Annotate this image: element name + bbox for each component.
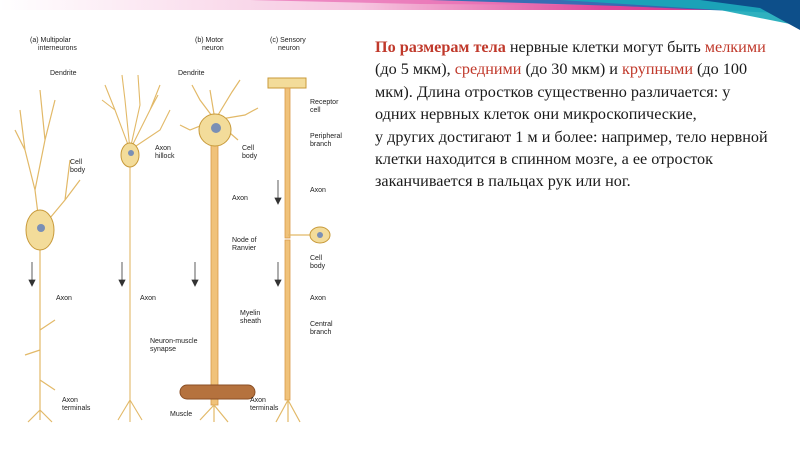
muscle-fiber bbox=[179, 384, 256, 400]
panel-c-header-2: neuron bbox=[278, 45, 300, 52]
panel-a-header-2: interneurons bbox=[38, 45, 77, 52]
label-peripheral-2: branch bbox=[310, 141, 332, 148]
text-run-c: (до 30 мкм) и bbox=[521, 60, 623, 79]
label-myelin-2: sheath bbox=[240, 318, 261, 325]
label-cell-body-c1: Cell bbox=[310, 255, 323, 262]
label-nm-synapse-2: synapse bbox=[150, 346, 176, 353]
text-run-d: (до 100 мкм). Длина отростков существенн… bbox=[375, 60, 748, 124]
myelinated-axon-b bbox=[210, 144, 219, 406]
label-central-2: branch bbox=[310, 329, 332, 336]
highlight-medium: средними bbox=[454, 60, 522, 79]
label-muscle: Muscle bbox=[170, 411, 192, 418]
paragraph-2: у других достигают 1 м и более: например… bbox=[375, 127, 768, 191]
top-banner bbox=[0, 0, 800, 30]
text-run-a: нервные клетки могут быть bbox=[505, 38, 705, 56]
label-axon-a2: Axon bbox=[140, 295, 156, 302]
label-nm-synapse-1: Neuron-muscle bbox=[150, 338, 198, 345]
label-cell-body-b1: Cell bbox=[242, 145, 255, 152]
text-run-b: (до 5 мкм), bbox=[375, 60, 455, 79]
nucleus-c bbox=[317, 232, 323, 238]
nucleus-b bbox=[211, 123, 221, 133]
label-axon-c2: Axon bbox=[310, 295, 326, 302]
label-axon-a: Axon bbox=[56, 295, 72, 302]
multipolar-neuron-1 bbox=[14, 89, 81, 423]
receptor-cells bbox=[267, 77, 307, 89]
label-cell-body-a2: body bbox=[70, 167, 86, 174]
label-dendrite-b: Dendrite bbox=[178, 70, 205, 77]
label-peripheral-1: Peripheral bbox=[310, 133, 342, 140]
highlight-small: мелкими bbox=[704, 38, 766, 56]
label-axon-terminals-a2: terminals bbox=[62, 405, 91, 412]
highlight-body-size: По размерам тела bbox=[375, 38, 506, 56]
label-node-2: Ranvier bbox=[232, 245, 257, 252]
label-myelin-1: Myelin bbox=[240, 310, 260, 317]
label-cell-body-c2: body bbox=[310, 263, 326, 270]
label-dendrite-a: Dendrite bbox=[50, 70, 77, 77]
label-axon-terminals-a1: Axon bbox=[62, 397, 78, 404]
nucleus-a1 bbox=[37, 224, 45, 232]
label-receptor-2: cell bbox=[310, 107, 321, 114]
nucleus-a2 bbox=[128, 150, 134, 156]
highlight-large: крупными bbox=[622, 60, 693, 79]
label-node-1: Node of bbox=[232, 237, 257, 244]
neuron-types-figure: (a) Multipolar interneurons (b) Motor ne… bbox=[14, 37, 342, 423]
sensory-neuron bbox=[267, 77, 310, 423]
label-receptor-1: Receptor bbox=[310, 99, 339, 106]
label-axon-hillock-2: hillock bbox=[155, 153, 175, 160]
panel-a-header: (a) Multipolar bbox=[30, 37, 72, 44]
label-axon-b: Axon bbox=[232, 195, 248, 202]
label-cell-body-a1: Cell bbox=[70, 159, 83, 166]
multipolar-neuron-2 bbox=[101, 74, 171, 422]
label-axon-terminals-b2: terminals bbox=[250, 405, 279, 412]
paragraph-1: По размерам тела нервные клетки могут бы… bbox=[375, 36, 770, 126]
panel-b-header-2: neuron bbox=[202, 45, 224, 52]
label-cell-body-b2: body bbox=[242, 153, 258, 160]
description-text: По размерам тела нервные клетки могут бы… bbox=[375, 36, 770, 193]
label-central-1: Central bbox=[310, 321, 333, 328]
panel-c-header: (c) Sensory bbox=[270, 37, 306, 44]
label-axon-c1: Axon bbox=[310, 187, 326, 194]
label-axon-hillock-1: Axon bbox=[155, 145, 171, 152]
panel-b-header: (b) Motor bbox=[195, 37, 224, 44]
label-axon-terminals-b1: Axon bbox=[250, 397, 266, 404]
direction-arrows bbox=[28, 180, 282, 287]
